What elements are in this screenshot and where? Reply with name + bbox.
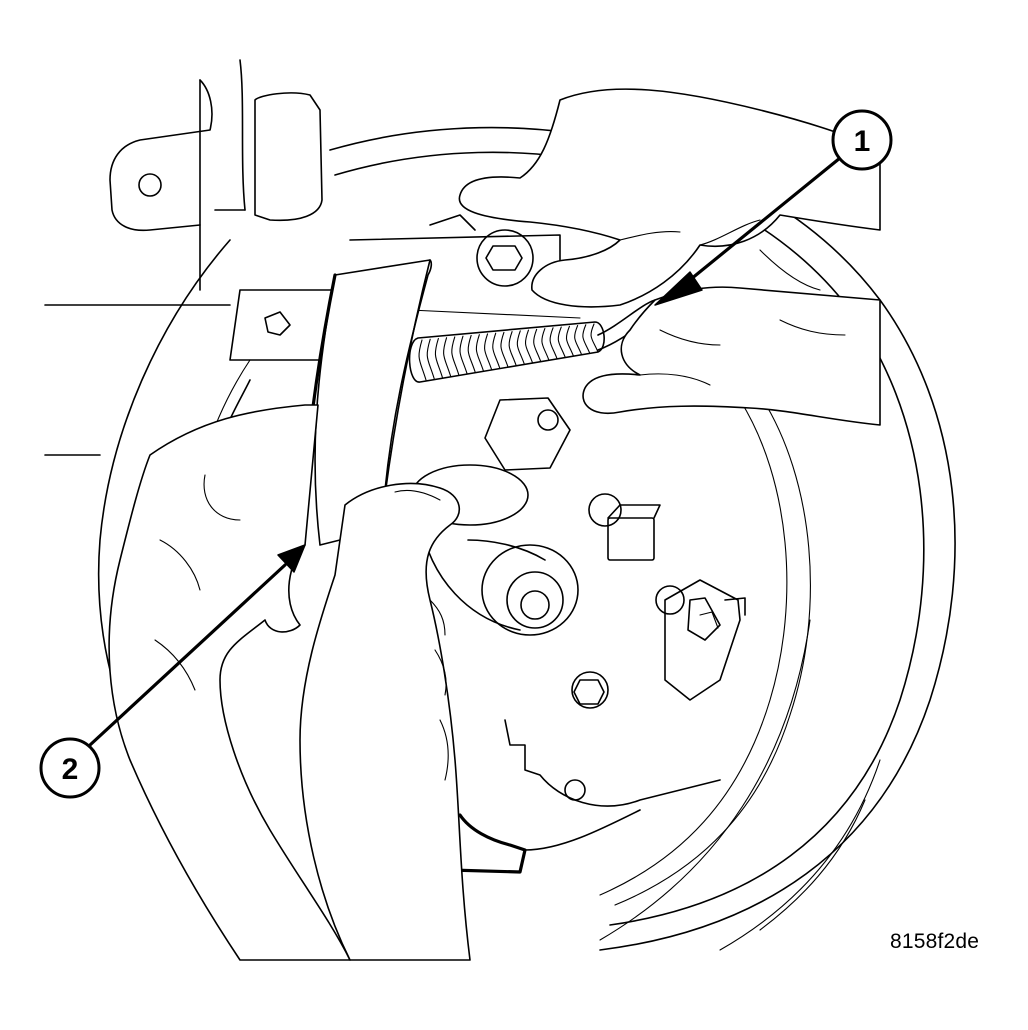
retaining-clip <box>664 579 746 701</box>
spring-coil <box>516 330 525 365</box>
spring-coil <box>484 333 493 370</box>
lower-plate <box>448 719 721 874</box>
spring-coil <box>590 323 599 353</box>
right-hand <box>458 88 881 426</box>
spring-coil <box>467 334 476 373</box>
spring-coil <box>574 324 583 356</box>
callout-number-1: 1 <box>854 125 871 158</box>
return-spring <box>408 297 671 383</box>
spring-coil <box>533 328 542 362</box>
spring-coil <box>508 331 517 366</box>
mounting-bracket <box>44 59 323 456</box>
spring-coil <box>426 338 435 380</box>
callout-bubble-1: 1 <box>831 109 893 171</box>
spring-coil <box>492 332 501 369</box>
spring-coil <box>418 339 427 381</box>
spring-coil <box>500 331 509 368</box>
spring-coil <box>451 336 460 376</box>
callout-leader-1 <box>654 156 842 306</box>
spring-coil <box>459 335 468 374</box>
anchor-bolt <box>349 214 561 287</box>
left-hand <box>108 404 471 961</box>
spring-coil <box>524 329 534 364</box>
spring-coil <box>582 324 591 354</box>
spring-coil <box>541 328 550 361</box>
spring-coil <box>475 334 484 372</box>
spring-coil <box>549 327 558 360</box>
spring-coil <box>557 326 566 358</box>
wheel-studs <box>537 409 685 801</box>
spring-coil <box>443 337 452 377</box>
callout-leader-2 <box>88 544 306 747</box>
spring-coil <box>565 325 574 357</box>
spring-coil <box>434 337 443 378</box>
callout-bubble-2: 2 <box>39 737 101 799</box>
figure-id-label: 8158f2de <box>890 930 980 953</box>
callout-number-2: 2 <box>62 753 79 786</box>
